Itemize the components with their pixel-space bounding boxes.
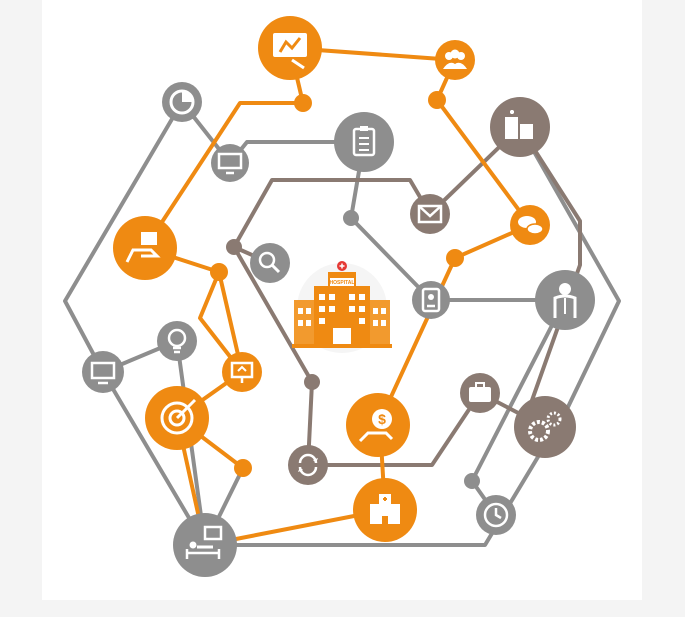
outer-hex-line: [63, 100, 621, 547]
clock-icon: [476, 495, 516, 535]
envelope-icon: [410, 194, 450, 234]
junction-dot: [294, 94, 312, 112]
pie-chart-icon: [162, 82, 202, 122]
hand-holding-box-icon: [113, 216, 177, 280]
junction-dot: [304, 374, 320, 390]
lightbulb-icon: [157, 321, 197, 361]
orange-line-presentation: [288, 46, 532, 427]
junction-dots: [210, 91, 480, 489]
junction-dot: [343, 210, 359, 226]
junction-dot: [464, 473, 480, 489]
hospital-sign: HOSPITAL: [330, 280, 355, 286]
junction-dot: [226, 239, 242, 255]
orange-line-board: [198, 270, 244, 374]
patient-bed-icon: [173, 513, 237, 577]
junction-dot: [210, 263, 228, 281]
chat-bubbles-icon: [510, 205, 550, 245]
svg-text:$: $: [378, 411, 386, 427]
money-hand-icon: $: [346, 393, 410, 457]
junction-dot: [234, 459, 252, 477]
refresh-icon: [288, 445, 328, 485]
gears-icon: [514, 396, 576, 458]
presentation-icon: [258, 16, 322, 80]
central-hospital-illustration: HOSPITAL: [292, 261, 392, 353]
people-group-icon: [435, 40, 475, 80]
clipboard-icon: [334, 112, 394, 172]
search-icon: [250, 243, 290, 283]
target-icon: [145, 386, 209, 450]
presentation-board-icon: [222, 352, 262, 392]
doctor-icon: [535, 270, 595, 330]
hospital-building-icon: [490, 97, 550, 157]
junction-dot: [428, 91, 446, 109]
briefcase-icon: [460, 373, 500, 413]
brown-inner-hex-line: [232, 125, 582, 422]
clinic-icon: [353, 478, 417, 542]
monitor-chart-icon: [211, 144, 249, 182]
monitor-icon: [82, 351, 124, 393]
doctor-card-icon: [412, 281, 450, 319]
junction-dot: [446, 249, 464, 267]
